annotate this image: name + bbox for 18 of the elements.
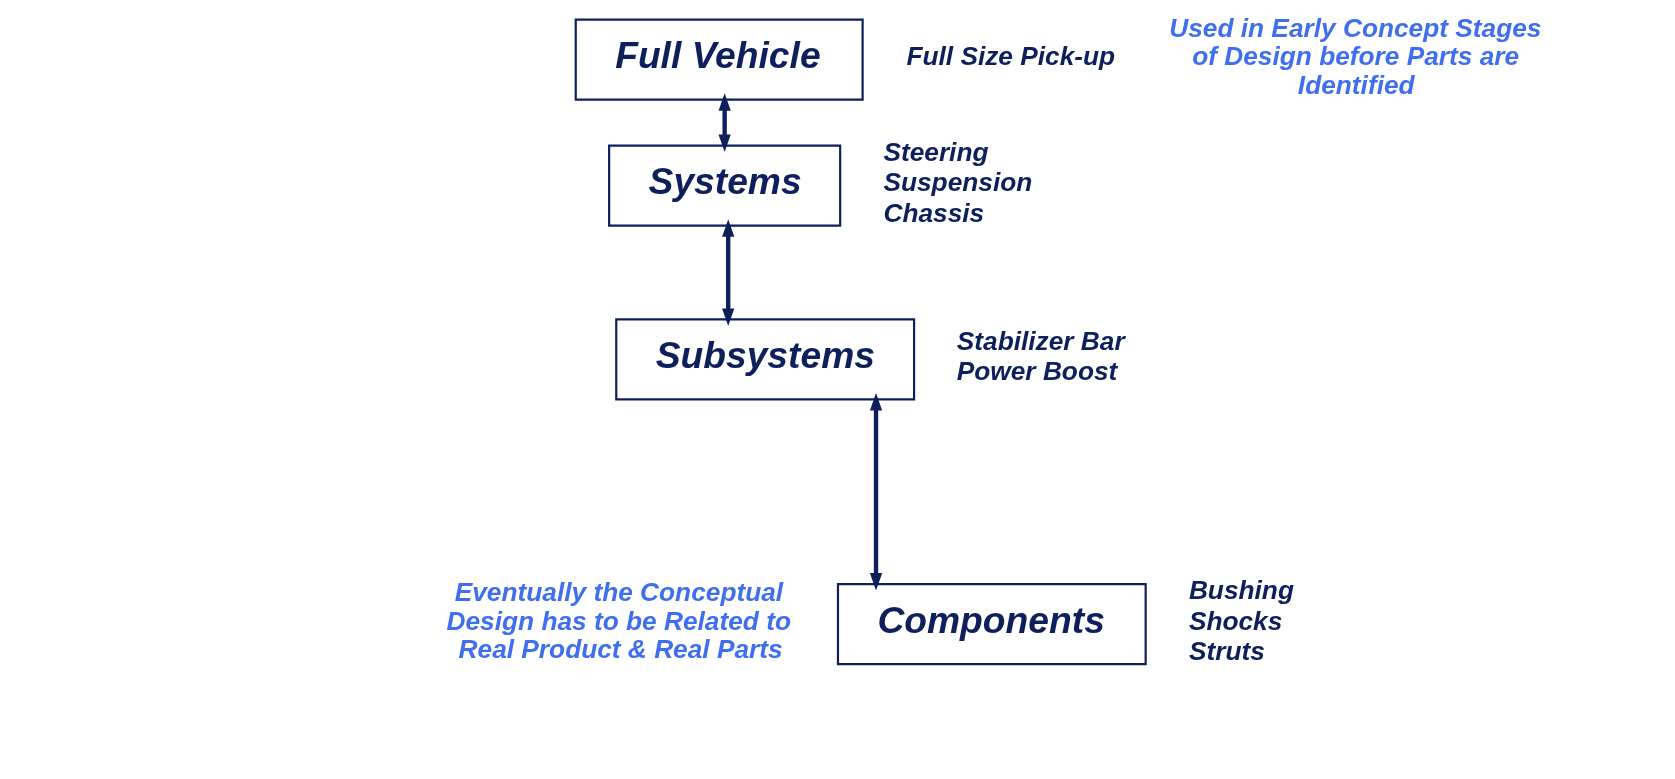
- node-box: Subsystems: [614, 318, 915, 401]
- node-box: Systems: [607, 144, 841, 227]
- node-label: Bushing: [1188, 575, 1294, 606]
- node-label: Stabilizer Bar: [956, 325, 1125, 356]
- node-label: Steering: [882, 136, 989, 167]
- arrow: [869, 393, 882, 591]
- node-label: Suspension: [882, 167, 1032, 198]
- node-label: Full Size Pick-up: [905, 41, 1115, 72]
- arrow: [721, 219, 734, 326]
- node-box: Full Vehicle: [574, 18, 864, 101]
- arrow: [718, 93, 731, 152]
- node-label: Power Boost: [956, 356, 1117, 387]
- label: Eventually the Conceptual Design has to be Related to Real Product & Real Parts: [446, 577, 791, 665]
- node-box: Components: [836, 583, 1147, 666]
- node-label: Shocks: [1188, 605, 1282, 636]
- node-label: Struts: [1188, 636, 1265, 667]
- node-label: Chassis: [882, 197, 984, 228]
- label: Used in Early Concept Stages of Design before Parts are Identified: [1168, 12, 1541, 100]
